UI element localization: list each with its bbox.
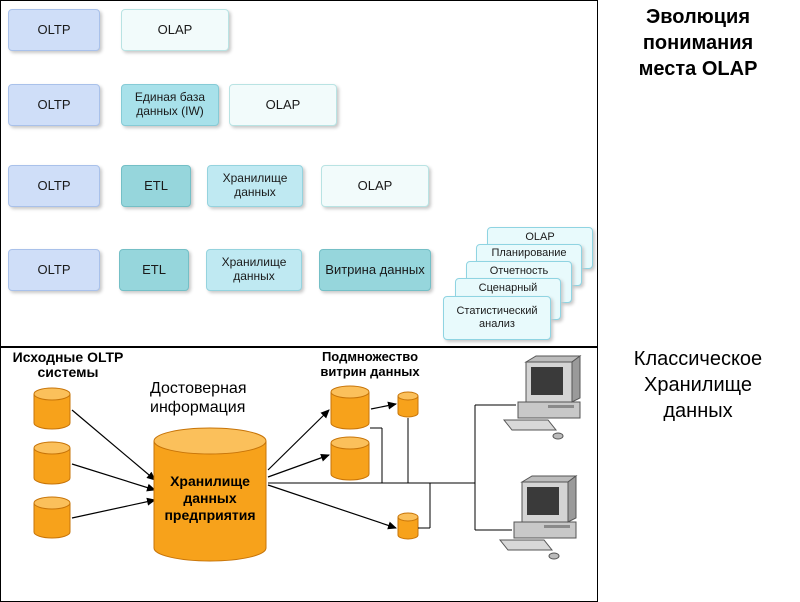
oltp-box: OLTP bbox=[8, 84, 100, 126]
oltp-box: OLTP bbox=[8, 249, 100, 291]
database-cylinder-icon bbox=[33, 441, 71, 485]
olap-box: OLAP bbox=[229, 84, 337, 126]
arrow-icon bbox=[370, 401, 397, 410]
arrow-icon bbox=[71, 409, 156, 481]
unified-database-box: Единая база данных (IW) bbox=[121, 84, 219, 126]
etl-box: ETL bbox=[121, 165, 191, 207]
evolution-title: Эволюция понимания места OLAP bbox=[638, 6, 758, 80]
computer-workstation-icon bbox=[502, 355, 582, 440]
oltp-box: OLTP bbox=[8, 9, 100, 51]
database-cylinder-icon bbox=[397, 512, 419, 540]
database-cylinder-icon bbox=[33, 496, 71, 539]
database-cylinder-icon bbox=[330, 385, 370, 430]
enterprise-warehouse-cylinder-icon bbox=[153, 427, 267, 562]
database-cylinder-icon bbox=[33, 387, 71, 430]
arrow-icon bbox=[267, 453, 330, 478]
computer-workstation-icon bbox=[498, 475, 578, 560]
warehouse-label: Хранилище данных предприятия bbox=[164, 473, 256, 523]
classic-warehouse-title: Классическое Хранилище данных bbox=[633, 348, 763, 422]
olap-box: OLAP bbox=[321, 165, 429, 207]
marts-label: Подмножество витрин данных bbox=[320, 349, 420, 379]
data-warehouse-box: Хранилище данных bbox=[207, 165, 303, 207]
arrow-icon bbox=[71, 463, 156, 492]
network-lines bbox=[268, 404, 516, 531]
data-warehouse-box: Хранилище данных bbox=[206, 249, 302, 291]
database-cylinder-icon bbox=[330, 436, 370, 481]
data-mart-box: Витрина данных bbox=[319, 249, 431, 291]
sources-label: Исходные OLTP системы bbox=[12, 349, 124, 381]
olap-box: OLAP bbox=[121, 9, 229, 51]
oltp-box: OLTP bbox=[8, 165, 100, 207]
detail-label: Достоверная информация bbox=[150, 380, 247, 417]
arrow-icon bbox=[267, 409, 330, 471]
arrow-icon bbox=[267, 484, 397, 530]
arrow-icon bbox=[71, 497, 156, 519]
statistical-analysis-card: Статистический анализ bbox=[443, 296, 551, 340]
database-cylinder-icon bbox=[397, 391, 419, 418]
evolution-panel bbox=[0, 0, 598, 348]
etl-box: ETL bbox=[119, 249, 189, 291]
